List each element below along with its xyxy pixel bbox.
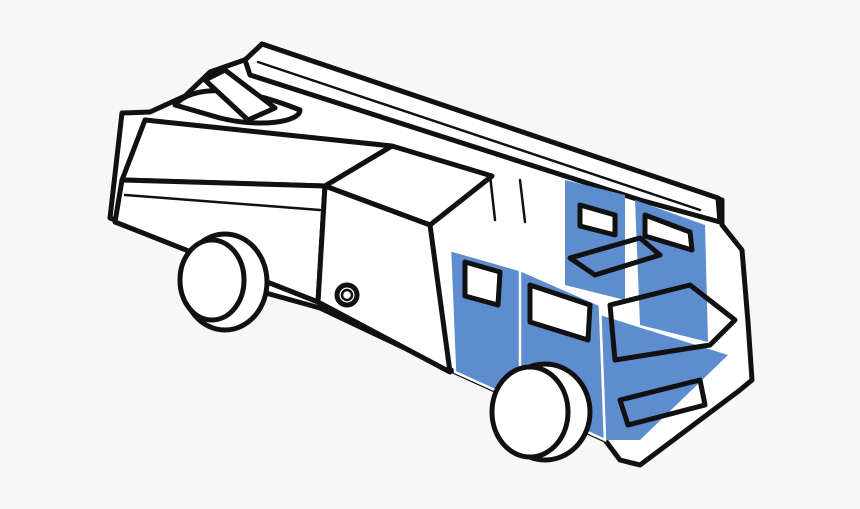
front-wheel: [489, 361, 593, 463]
pump-valve-icon: [334, 282, 360, 308]
rear-wheel: [177, 231, 270, 333]
ladder: [242, 41, 723, 225]
middle-compartment: [315, 143, 495, 375]
turret: [172, 67, 303, 126]
